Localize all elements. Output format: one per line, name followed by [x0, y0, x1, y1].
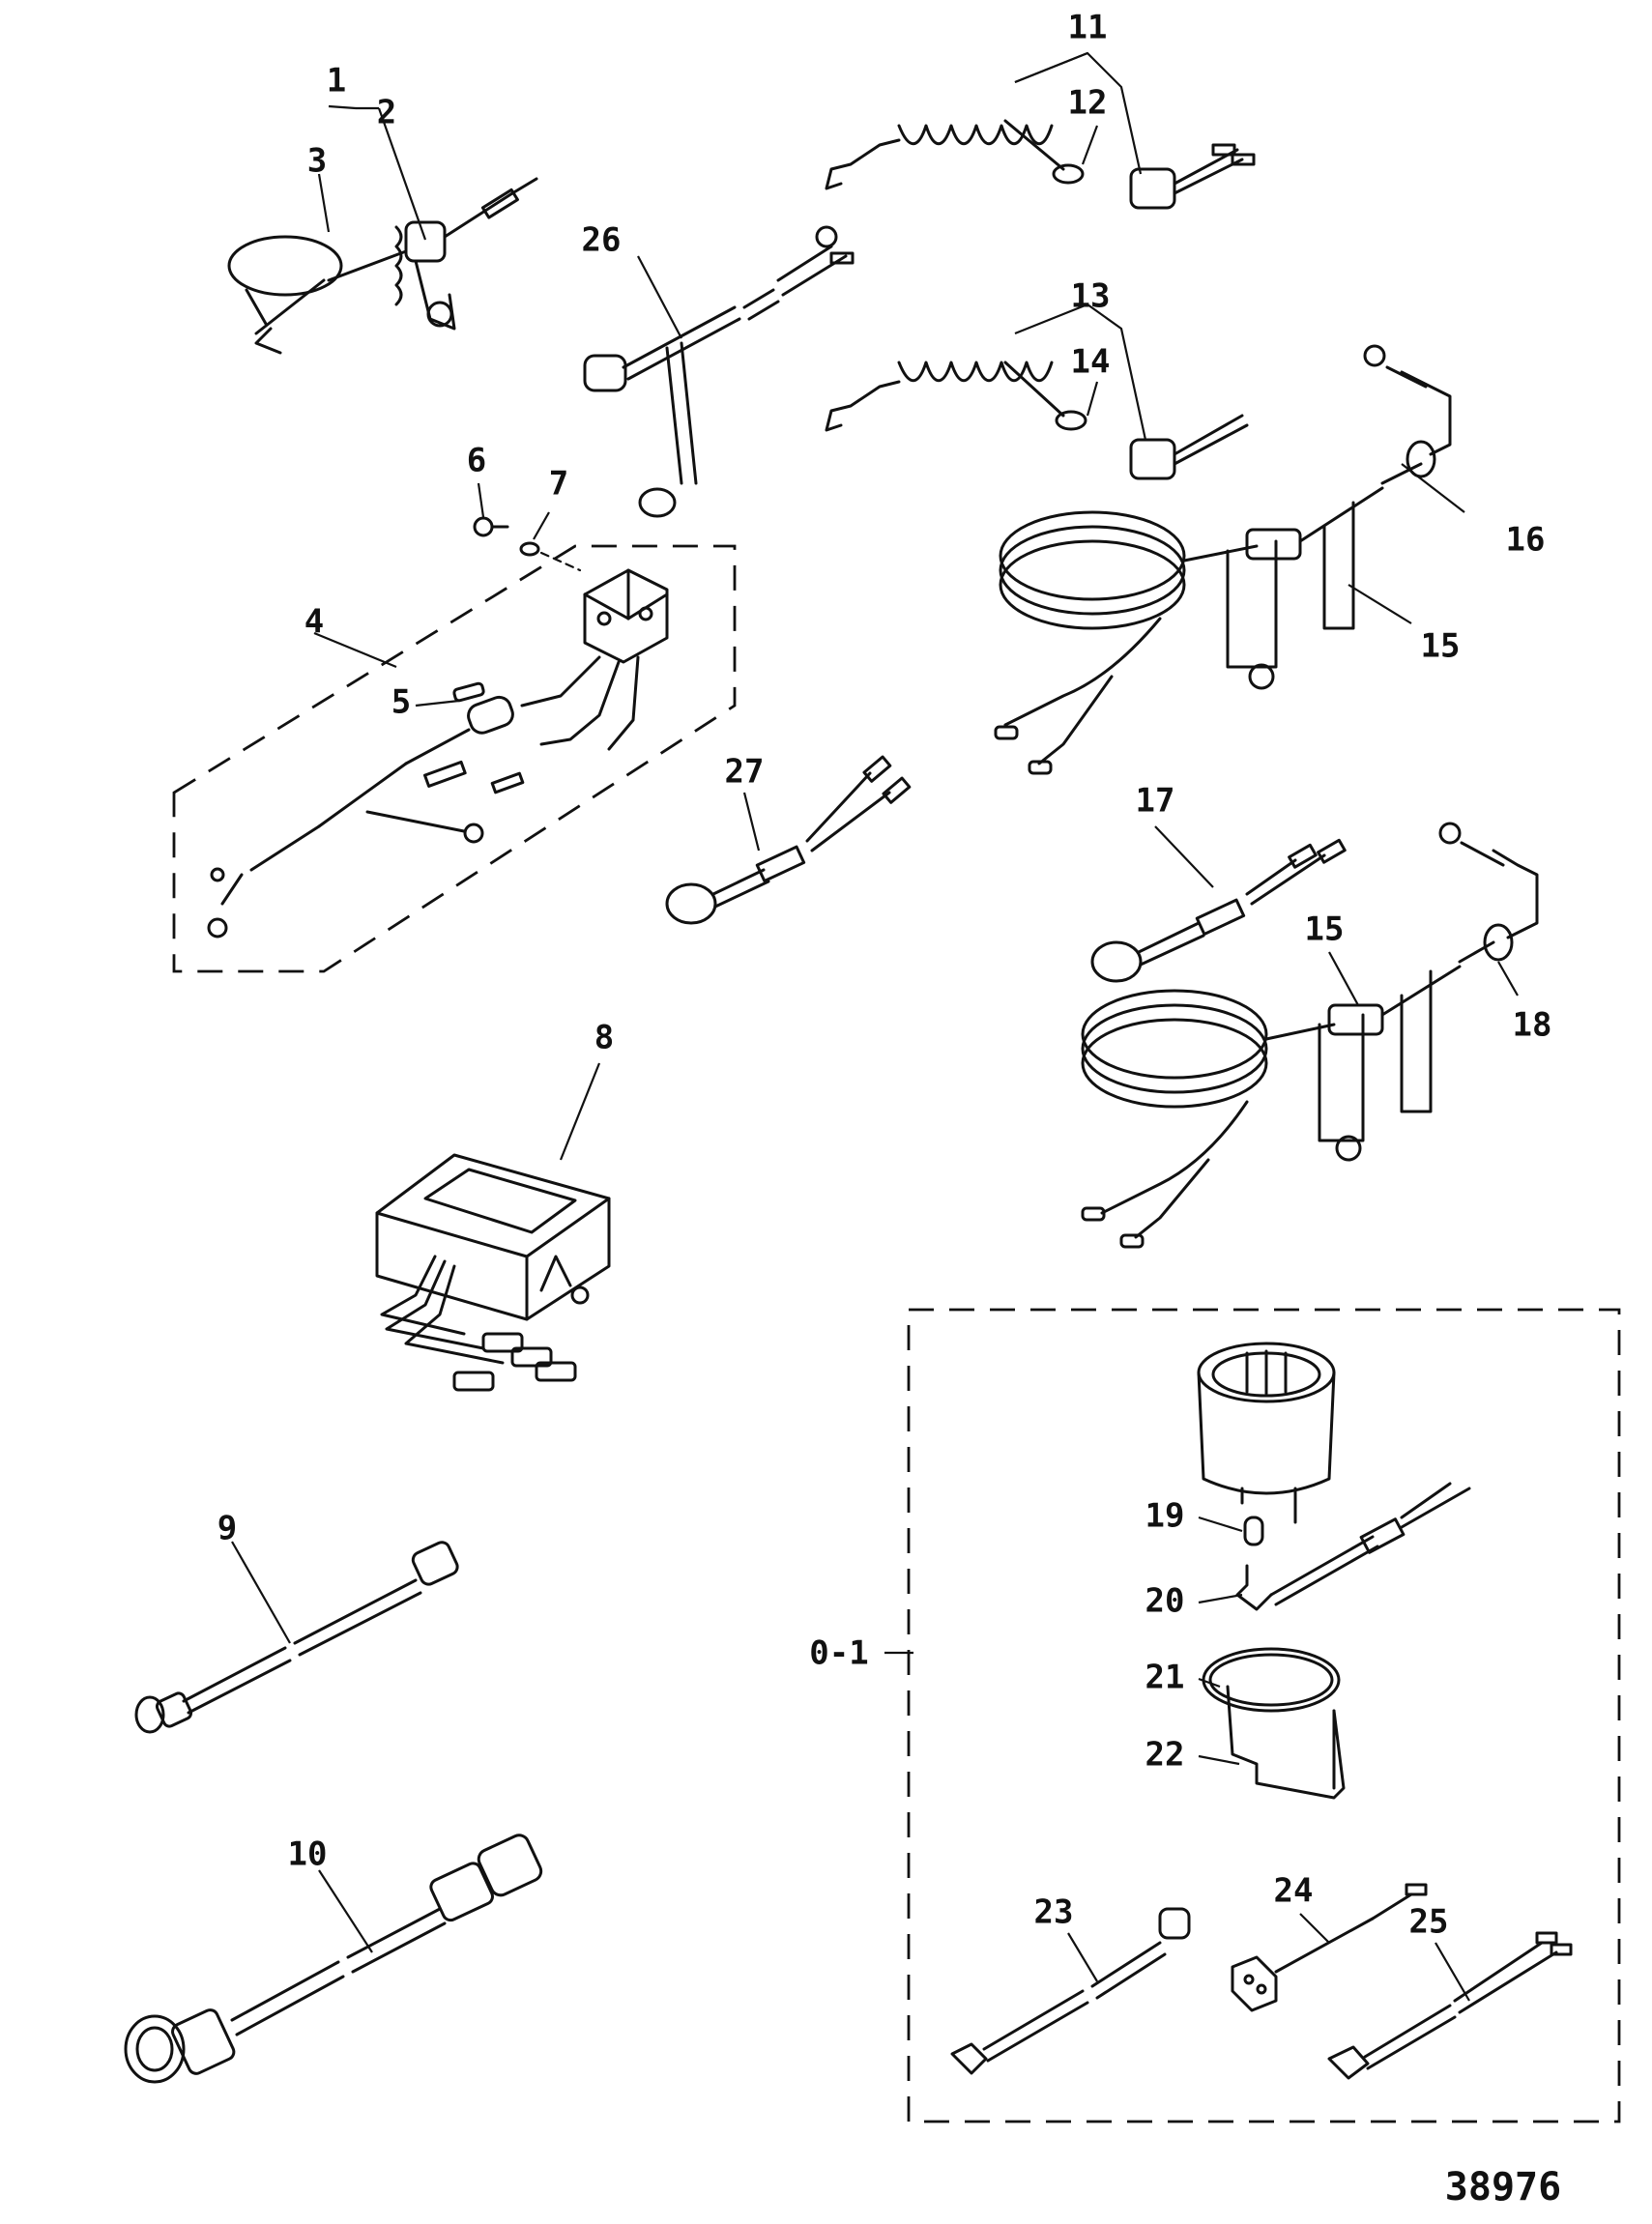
callout-labels: 1 2 3 4 5 6 7 8 9 10 11 12 13 14 15 15 1…: [217, 9, 1561, 2210]
callout-22: 22: [1145, 1736, 1185, 1775]
callout-5: 5: [391, 683, 411, 722]
rectifier-part-4: [207, 568, 669, 939]
callout-27: 27: [725, 753, 765, 792]
callout-8: 8: [594, 1019, 614, 1057]
cable-part-9: [134, 1541, 459, 1734]
drawing-number: 38976: [1445, 2165, 1561, 2210]
lanyard-part-11: [825, 119, 1256, 210]
group-label-0-1: 0-1: [809, 1634, 868, 1673]
harness-part-25: [1327, 1931, 1573, 2080]
gauge-housing: [1197, 1342, 1336, 1524]
callout-16: 16: [1506, 521, 1546, 560]
callout-9: 9: [217, 1510, 237, 1548]
callout-21: 21: [1145, 1659, 1185, 1697]
screw-part-6: [473, 516, 509, 537]
harness-part-15-lower: [1081, 822, 1539, 1249]
stop-switch-assembly-part-1: [227, 177, 538, 355]
callout-6: 6: [467, 442, 486, 480]
callout-3: 3: [307, 142, 327, 181]
callout-12: 12: [1068, 84, 1108, 123]
connector-part-24: [1231, 1883, 1428, 2012]
callout-20: 20: [1145, 1582, 1185, 1621]
washer-part-7: [519, 541, 582, 572]
cable-part-10: [124, 1834, 543, 2084]
callout-4: 4: [304, 603, 324, 642]
adapter-part-27: [665, 755, 912, 925]
callout-7: 7: [549, 465, 568, 504]
callout-26: 26: [582, 221, 622, 260]
ring-part-21: [1202, 1647, 1341, 1713]
callout-25: 25: [1409, 1903, 1449, 1942]
callout-1: 1: [327, 62, 346, 101]
socket-part-20: [1235, 1482, 1471, 1611]
callout-15-upper: 15: [1421, 627, 1461, 666]
lanyard-switch-part-26: [583, 225, 855, 518]
callout-10: 10: [288, 1835, 328, 1874]
callout-15-lower: 15: [1305, 910, 1345, 949]
bulb-part-19: [1243, 1516, 1264, 1546]
harness-part-15-upper: [994, 344, 1452, 775]
adapter-part-17: [1090, 838, 1347, 983]
module-part-8: [375, 1153, 611, 1392]
kit-boundary-group-0-1: [907, 1308, 1621, 2123]
lanyard-part-13: [825, 361, 1249, 480]
callout-19: 19: [1145, 1497, 1185, 1536]
callout-18: 18: [1513, 1006, 1552, 1045]
callout-13: 13: [1071, 277, 1111, 316]
bracket-part-22: [1226, 1685, 1346, 1800]
callout-23: 23: [1034, 1893, 1074, 1932]
kit-boundary-part-4: [172, 544, 737, 973]
callout-14: 14: [1071, 343, 1111, 382]
leader-lines: [231, 51, 1519, 2002]
callout-2: 2: [377, 94, 396, 132]
callout-24: 24: [1274, 1872, 1314, 1911]
callout-17: 17: [1136, 782, 1175, 821]
callout-11: 11: [1068, 9, 1108, 47]
harness-part-23: [950, 1907, 1191, 2075]
